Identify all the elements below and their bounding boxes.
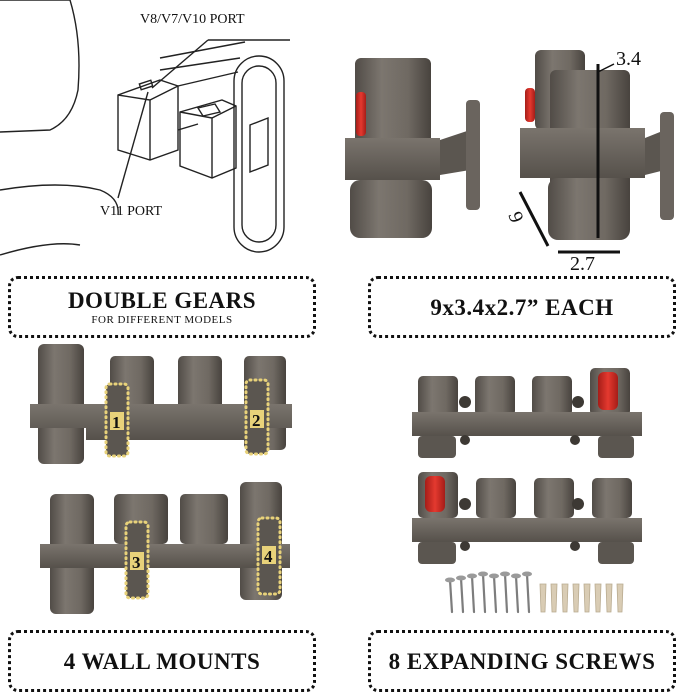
mount-number-4: 4 [264, 547, 273, 566]
screws-caption: 8 EXPANDING SCREWS [368, 630, 676, 692]
size-caption-text: 9x3.4x2.7” EACH [430, 294, 614, 320]
double-gears-caption: DOUBLE GEARS FOR DIFFERENT MODELS [8, 276, 316, 338]
size-caption: 9x3.4x2.7” EACH [368, 276, 676, 338]
port-bottom-label: V11 PORT [100, 204, 163, 219]
mount-number-3: 3 [132, 553, 141, 572]
dimension-height: 3.4 [616, 48, 641, 70]
double-gears-title: DOUBLE GEARS [67, 287, 257, 313]
mount-number-2: 2 [252, 411, 261, 430]
dimension-width: 2.7 [570, 253, 595, 275]
mount-number-1: 1 [112, 413, 121, 432]
screws-caption-text: 8 EXPANDING SCREWS [388, 648, 656, 674]
dimension-depth: 9 [503, 208, 528, 226]
double-gears-subtitle: FOR DIFFERENT MODELS [91, 313, 233, 326]
wall-mounts-caption-text: 4 WALL MOUNTS [63, 648, 261, 674]
port-top-label: V8/V7/V10 PORT [140, 12, 245, 27]
wall-mounts-caption: 4 WALL MOUNTS [8, 630, 316, 692]
